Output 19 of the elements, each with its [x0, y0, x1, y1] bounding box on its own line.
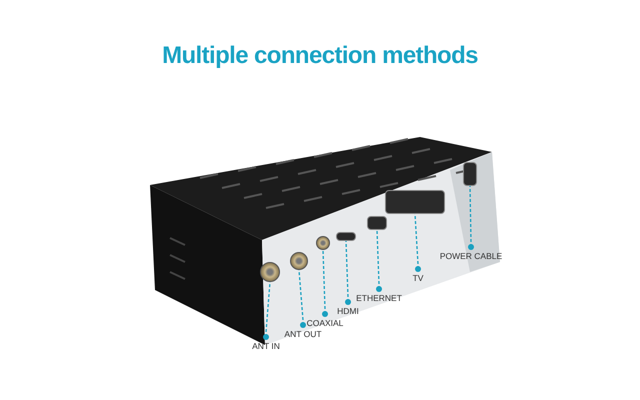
leader-line: [263, 282, 271, 340]
port-label: COAXIAL: [301, 317, 349, 329]
title: Multiple connection methods: [161, 44, 479, 68]
port-label: POWER CABLE: [436, 250, 506, 262]
leader-line: [322, 250, 328, 317]
port-label: ANT IN: [240, 340, 292, 352]
port-label: HDMI: [331, 305, 365, 317]
port: [463, 162, 477, 186]
leader-line: [345, 240, 351, 305]
leader-line: [414, 214, 421, 272]
port-label: TV: [406, 272, 430, 284]
port-label: ETHERNET: [352, 292, 406, 304]
port: [336, 232, 356, 241]
leader-line: [468, 186, 474, 250]
port: [367, 216, 387, 230]
port: [385, 190, 445, 214]
port-label: ANT OUT: [277, 328, 329, 340]
leader-line: [298, 270, 306, 328]
leader-line: [376, 230, 382, 292]
